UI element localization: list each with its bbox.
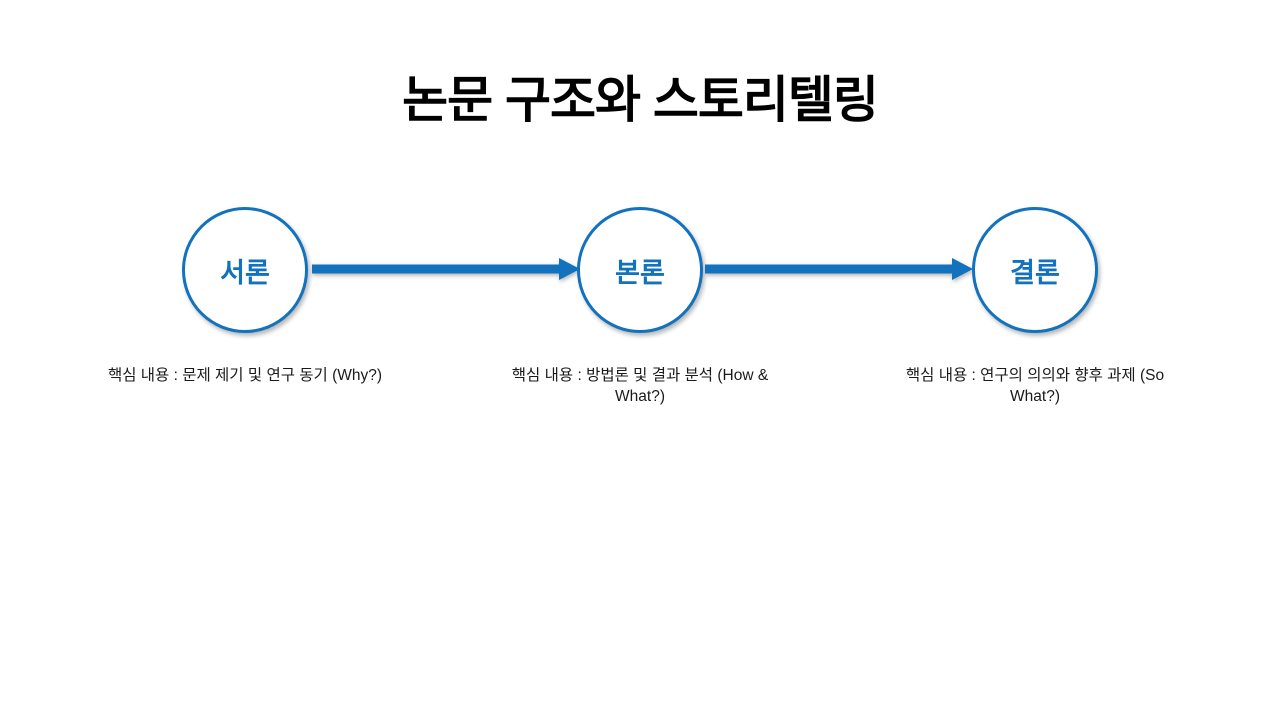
- node-label-body: 본론: [615, 257, 665, 288]
- caption-introduction: 핵심 내용 : 문제 제기 및 연구 동기 (Why?): [85, 366, 405, 387]
- caption-body: 핵심 내용 : 방법론 및 결과 분석 (How & What?): [490, 366, 790, 408]
- node-circle-introduction: 서론: [182, 207, 308, 333]
- node-label-conclusion: 결론: [1010, 257, 1060, 288]
- flow-arrow-2: [705, 258, 973, 280]
- caption-introduction-line-1: 핵심 내용 : 문제 제기 및 연구 동기 (Why?): [107, 367, 383, 384]
- flow-arrow-1-head: [559, 258, 580, 280]
- caption-conclusion-line-1: 핵심 내용 : 연구의 의의와 향후 과제 (So: [905, 367, 1165, 384]
- node-circle-conclusion: 결론: [972, 207, 1098, 333]
- caption-body-line-2: What?): [615, 387, 665, 405]
- node-label-introduction: 서론: [220, 257, 270, 288]
- caption-conclusion: 핵심 내용 : 연구의 의의와 향후 과제 (So What?): [880, 366, 1190, 408]
- flow-arrow-1: [312, 258, 580, 280]
- caption-body-line-1: 핵심 내용 : 방법론 및 결과 분석 (How &: [511, 367, 769, 384]
- node-circle-body: 본론: [577, 207, 703, 333]
- flow-arrow-2-head: [952, 258, 973, 280]
- caption-conclusion-line-2: What?): [1010, 387, 1060, 405]
- slide-title: 논문 구조와 스토리텔링: [402, 72, 879, 128]
